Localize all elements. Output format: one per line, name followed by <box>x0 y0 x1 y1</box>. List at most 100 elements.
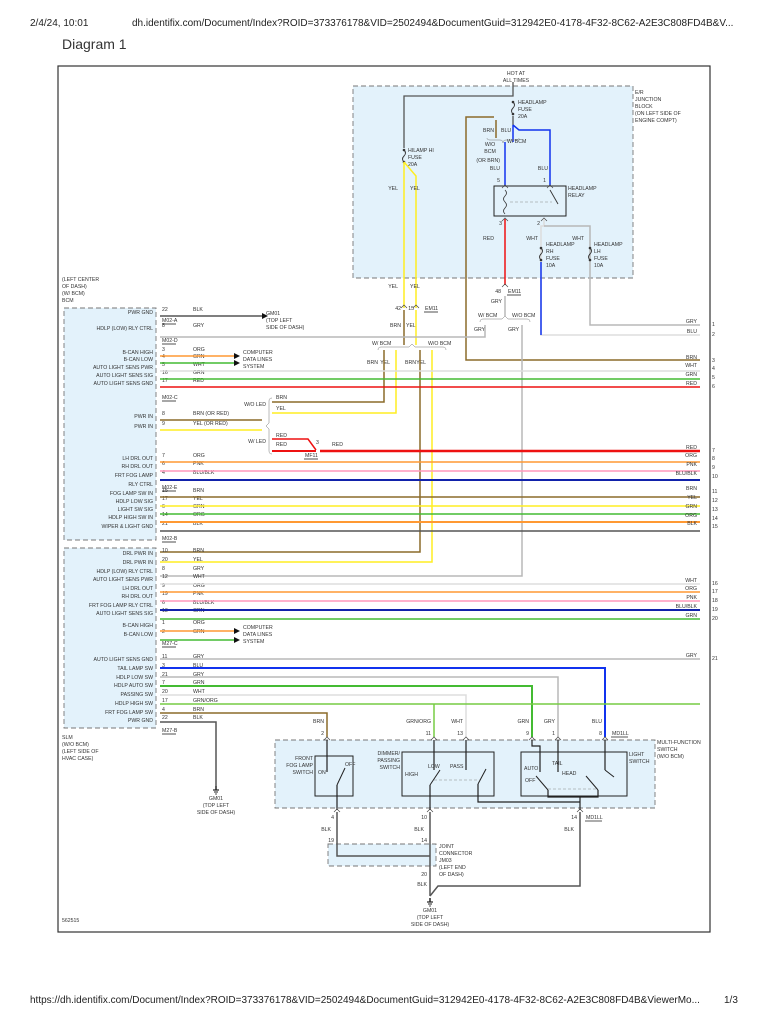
wire-color-label: BRN <box>405 360 416 366</box>
option-label: BCM <box>484 149 496 155</box>
connector-pin-label: 48 <box>495 289 501 295</box>
ref-color-label: GRN <box>685 372 697 378</box>
light-switch-blade-icon <box>585 775 599 791</box>
ref-number: 5 <box>712 375 715 381</box>
ref-number: 10 <box>712 474 718 480</box>
bcm-pin-number: 9 <box>162 421 165 427</box>
computer-data-lines-label: COMPUTER <box>243 625 273 631</box>
slm-drl-yel-wire <box>160 350 433 563</box>
ground-gm01-label: GM01 <box>209 796 223 802</box>
ground-arrow-icon <box>262 313 268 319</box>
slm-pin-number: 1 <box>162 620 165 626</box>
slm-auto-grn-wire <box>160 685 533 737</box>
ground-gm01-label: (TOP LEFT <box>266 318 293 324</box>
bcm-pin-name: PWR IN <box>134 424 153 430</box>
led-option-brace <box>265 397 273 455</box>
lh-fuse-icon <box>588 247 592 261</box>
connector-pin-label: 14 <box>421 838 427 844</box>
connector-name: M02-A <box>162 318 178 324</box>
ref-color-label: BLU/BLK <box>676 604 698 610</box>
light-common <box>547 790 599 798</box>
ground-gm01-label: SIDE OF DASH) <box>197 810 236 816</box>
junction-block-label: BLOCK <box>635 104 653 110</box>
wire-color-label: YEL (OR RED) <box>193 421 228 427</box>
ref-number: 4 <box>712 366 715 372</box>
bcm-pin-number: 4 <box>162 354 165 360</box>
wire-color-label: RED <box>483 236 494 242</box>
mfs-label: MULTI-FUNCTION <box>657 740 701 746</box>
slm-pin-number: 17 <box>162 698 168 704</box>
connector-pin <box>546 184 554 189</box>
ref-color-label: GRY <box>686 319 698 325</box>
connector-pin-label: 15 <box>408 306 414 312</box>
relay-contact-icon <box>549 189 559 205</box>
ref-color-label: PNK <box>686 595 697 601</box>
print-datetime: 2/4/24, 10:01 <box>30 18 89 29</box>
slm-hdlp-low-gry-wire <box>160 676 559 737</box>
slm-pin-number: 6 <box>162 600 165 606</box>
fog-switch-label: FRONT <box>295 756 314 762</box>
pass-out <box>477 784 580 803</box>
ref-color-label: GRN <box>685 504 697 510</box>
jm03-pin19-wire <box>336 812 430 857</box>
connector-pin <box>501 217 509 222</box>
connector-pin-label: 19 <box>328 838 334 844</box>
wire-color-label: YEL <box>388 284 398 290</box>
connector-name: M02-B <box>162 536 178 542</box>
wire-color-label: BLU <box>501 128 511 134</box>
slm-label: HVAC CASE) <box>62 756 94 762</box>
mfs-pin-number: 8 <box>599 731 602 737</box>
bcm-pin-number: 21 <box>162 521 168 527</box>
rh-fuse-icon-dot <box>539 246 543 250</box>
slm-pin-number: 8 <box>162 566 165 572</box>
rh-fuse-icon <box>539 247 543 261</box>
slm-pin-name: LH DRL OUT <box>122 586 153 592</box>
wire-color-label: ORG <box>193 347 205 353</box>
wire-color-label: BLU <box>193 663 203 669</box>
connector-name: M02-E <box>162 485 178 491</box>
connector-pin <box>540 217 548 222</box>
switch-position-label: ON <box>318 770 326 776</box>
slm-pin-name: RH DRL OUT <box>121 594 153 600</box>
switch-position-label: HIGH <box>405 772 418 778</box>
relay-lh-fuse-wire <box>544 225 700 326</box>
ground-gm01-label: GM01 <box>266 311 280 317</box>
brn-ref3-wire <box>465 116 700 361</box>
ground-gm01-label: (TOP LEFT <box>417 915 444 921</box>
lh-fuse-label: LH <box>594 249 601 255</box>
wire-color-label: WHT <box>526 236 539 242</box>
slm-pin-number: 9 <box>162 583 165 589</box>
rh-fuse-icon-dot <box>539 258 543 262</box>
connector-name: M02-D <box>162 338 178 344</box>
mfs-label: (W/O BCM) <box>657 754 684 760</box>
pass-blade-icon <box>477 768 487 785</box>
bcm-pin-name: AUTO LIGHT SENS SIG <box>96 373 153 379</box>
wire-color-label: BRN <box>193 548 204 554</box>
wire-color-label: ORG <box>193 583 205 589</box>
relay-coil-icon <box>503 189 507 215</box>
wire-color-label: GRN <box>193 680 205 686</box>
wire-color-label: BRN (OR RED) <box>193 411 229 417</box>
ref-number: 8 <box>712 456 715 462</box>
wire-color-label: YEL <box>416 360 426 366</box>
connector-pin <box>462 736 470 741</box>
hilamp-hi-fuse-label: 20A <box>408 162 418 168</box>
wire-color-label: GRY <box>193 323 205 329</box>
wire-color-label: RED <box>193 378 204 384</box>
bcm-pin-name: HDLP (LOW) RLY CTRL <box>97 326 154 332</box>
slm-pin-number: 12 <box>162 574 168 580</box>
fog-switch-label: SWITCH <box>293 770 314 776</box>
mfs-pin-number: 1 <box>552 731 555 737</box>
headlamp-fuse-label: 20A <box>518 114 528 120</box>
print-url: dh.identifix.com/Document/Index?ROID=373… <box>132 18 734 29</box>
bcm-pin-number: 17 <box>162 496 168 502</box>
connector-pin <box>576 808 584 813</box>
slm-pin8-gry-wire <box>160 325 523 577</box>
wire-color-label: ORG <box>193 453 205 459</box>
wire-color-label: BRN <box>193 488 204 494</box>
bcm-label: OF DASH) <box>62 284 87 290</box>
fog-switch-label: FOG LAMP <box>286 763 313 769</box>
wire-color-label: GRY <box>193 654 205 660</box>
bcm-pin-name: B-CAN HIGH <box>122 350 153 356</box>
connector-pin <box>400 304 408 309</box>
